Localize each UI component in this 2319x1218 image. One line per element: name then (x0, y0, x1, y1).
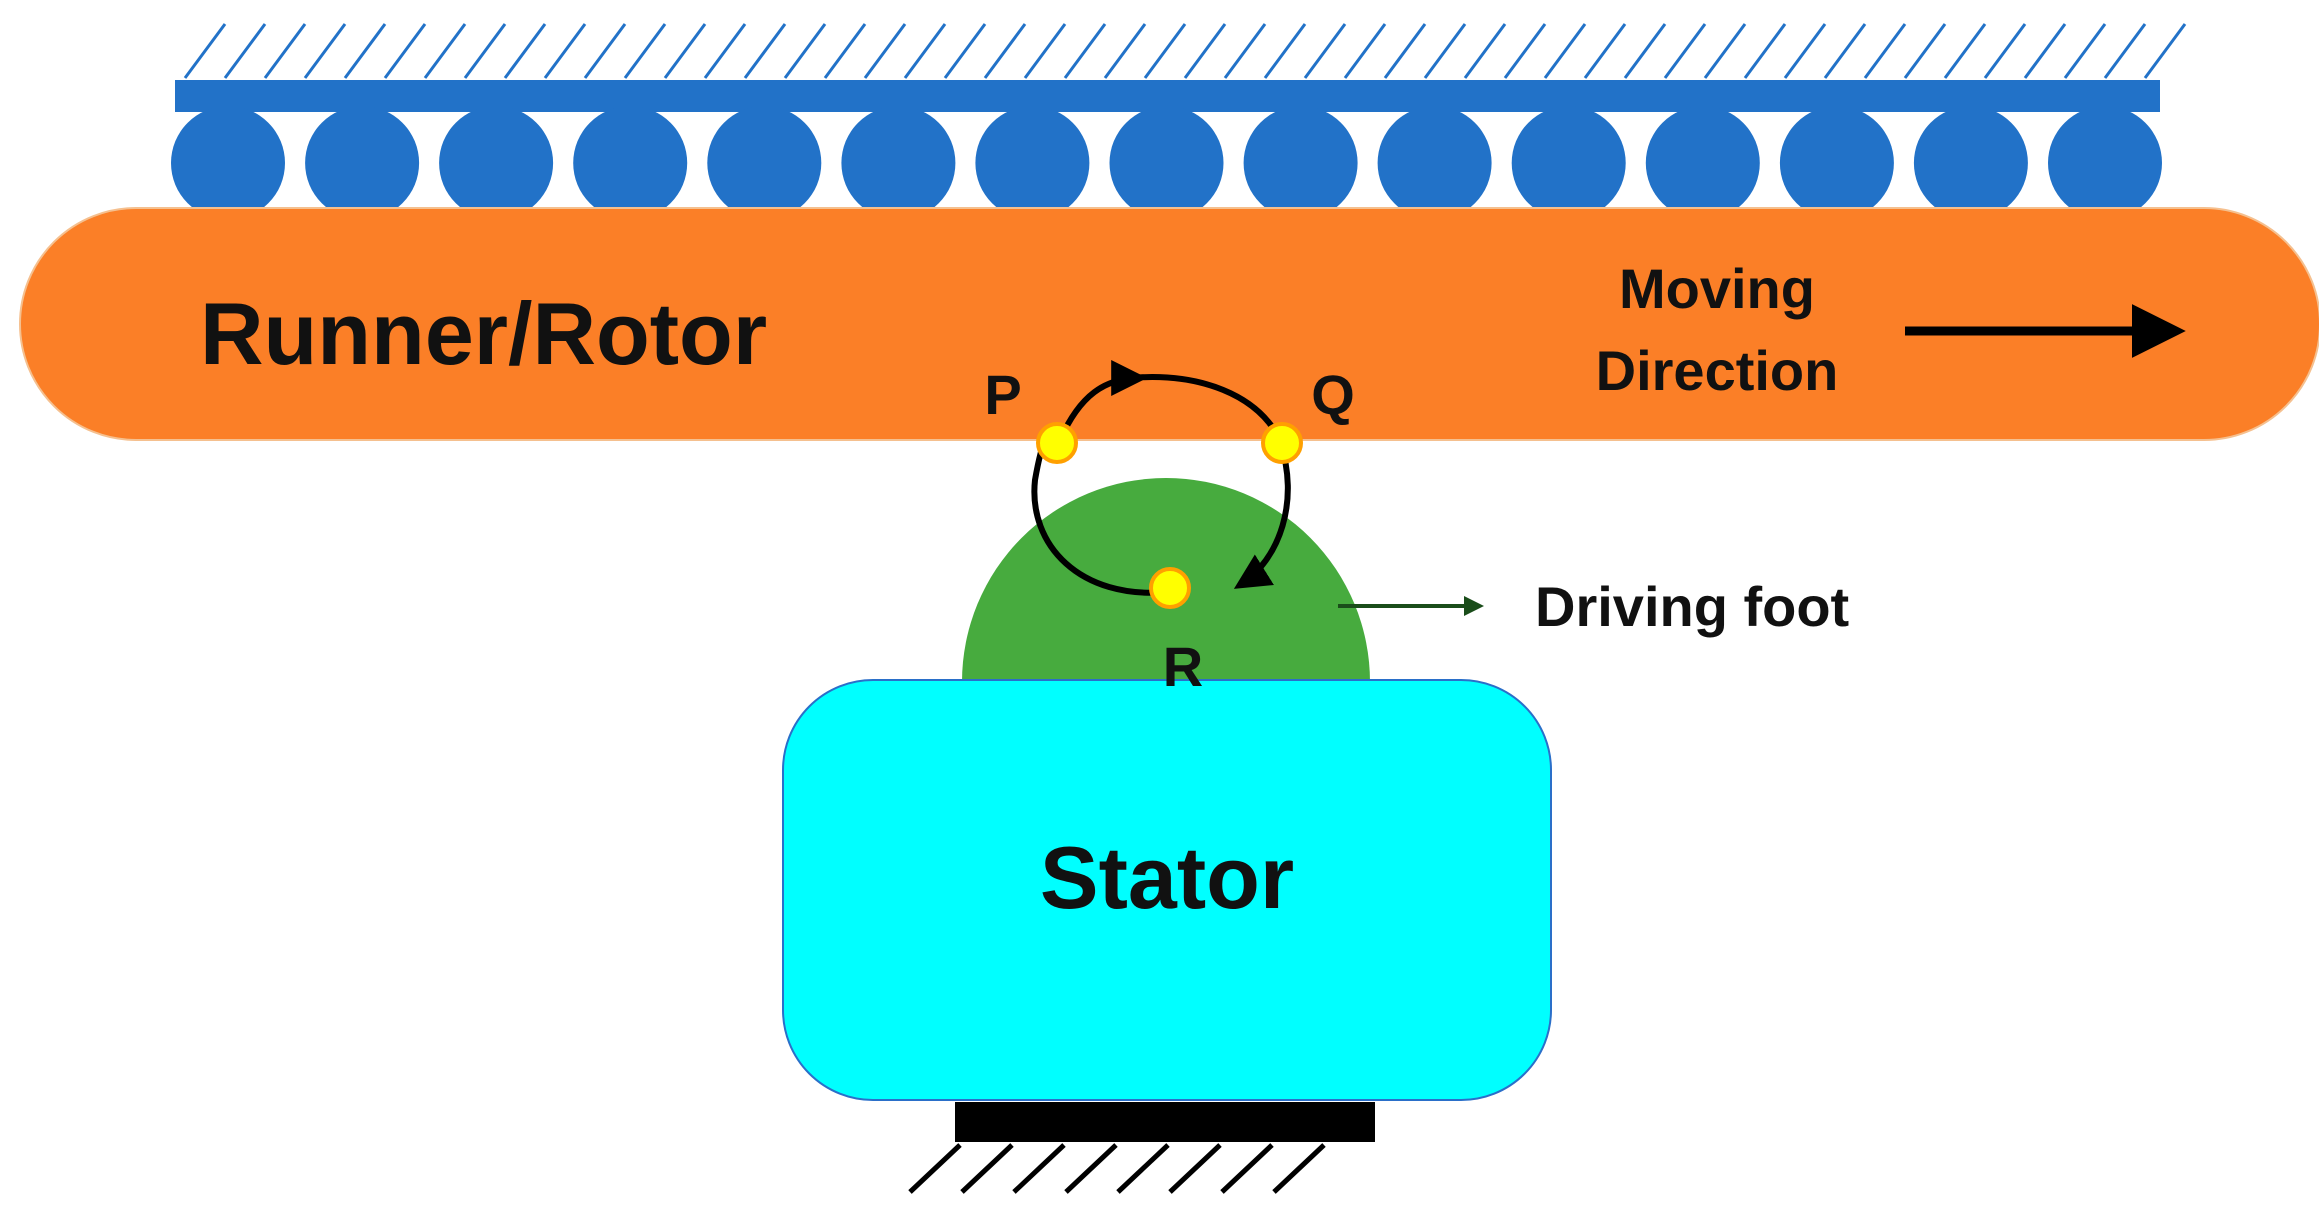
bearing-ball (305, 106, 420, 220)
top-hatch-line (1383, 23, 1427, 79)
bearing-ball (1645, 106, 1760, 220)
runner-rotor-bar (19, 207, 2319, 441)
bearing-ball (707, 106, 822, 220)
top-hatch-line (623, 23, 667, 79)
top-hatch-line (1663, 23, 1707, 79)
top-hatch-line (2103, 23, 2147, 79)
bottom-hatch-line (908, 1143, 962, 1194)
top-hatch-line (1143, 23, 1187, 79)
top-hatch-line (1343, 23, 1387, 79)
bearing-ball (841, 106, 956, 220)
top-hatch-line (263, 23, 307, 79)
point-p-label: P (984, 363, 1021, 426)
top-hatch-line (1983, 23, 2027, 79)
top-hatch-line (1863, 23, 1907, 79)
bottom-hatch-line (1168, 1143, 1222, 1194)
top-hatch-line (223, 23, 267, 79)
top-hatch-line (783, 23, 827, 79)
top-hatch-line (1743, 23, 1787, 79)
top-hatch-line (1183, 23, 1227, 79)
bearing-ball (439, 106, 554, 220)
top-hatch-line (1023, 23, 1067, 79)
top-hatch-line (983, 23, 1027, 79)
bearing-ball (1779, 106, 1894, 220)
bearing-balls (171, 106, 2162, 220)
top-hatch-line (1263, 23, 1307, 79)
bearing-ball (975, 106, 1090, 220)
top-hatch-line (1583, 23, 1627, 79)
bottom-hatch-line (1012, 1143, 1066, 1194)
top-hatch-line (1903, 23, 1947, 79)
top-hatch-line (863, 23, 907, 79)
point-p-marker (1036, 422, 1078, 464)
top-hatch-line (903, 23, 947, 79)
stator-label: Stator (1040, 828, 1294, 927)
top-hatch-line (383, 23, 427, 79)
top-hatch-line (943, 23, 987, 79)
bottom-hatch-line (1272, 1143, 1326, 1194)
bottom-ground-hatch (908, 1143, 1326, 1194)
top-hatch-line (1783, 23, 1827, 79)
top-hatch-line (2023, 23, 2067, 79)
top-hatch-line (183, 23, 227, 79)
bottom-hatch-line (960, 1143, 1014, 1194)
bottom-hatch-line (1220, 1143, 1274, 1194)
top-hatch-line (743, 23, 787, 79)
moving-direction-label-line1: Moving (1619, 257, 1815, 320)
top-hatch-line (2143, 23, 2187, 79)
top-hatch-line (503, 23, 547, 79)
top-hatch-line (1543, 23, 1587, 79)
top-hatch-line (1063, 23, 1107, 79)
top-hatch-line (1303, 23, 1347, 79)
top-hatch-line (703, 23, 747, 79)
top-hatch-line (423, 23, 467, 79)
bearing-ball (1243, 106, 1358, 220)
top-hatch-line (1623, 23, 1667, 79)
top-hatch-line (303, 23, 347, 79)
bearing-ball (573, 106, 688, 220)
bearing-ball (1913, 106, 2028, 220)
stator-block (782, 679, 1552, 1101)
point-r-marker (1149, 567, 1191, 609)
driving-foot-label: Driving foot (1535, 575, 1849, 638)
top-hatch-line (1463, 23, 1507, 79)
point-r-label: R (1163, 635, 1203, 698)
top-hatch-line (1103, 23, 1147, 79)
top-hatch-line (1943, 23, 1987, 79)
top-hatch-line (343, 23, 387, 79)
bottom-hatch-line (1064, 1143, 1118, 1194)
top-hatch-line (1223, 23, 1267, 79)
point-q-label: Q (1311, 363, 1355, 426)
top-ground-hatch (183, 23, 2187, 79)
bearing-ball (1109, 106, 1224, 220)
top-hatch-line (1503, 23, 1547, 79)
bearing-ball (1377, 106, 1492, 220)
moving-direction-label-line2: Direction (1596, 339, 1839, 402)
top-hatch-line (583, 23, 627, 79)
bearing-ball (171, 106, 285, 220)
top-hatch-line (463, 23, 507, 79)
bottom-hatch-line (1116, 1143, 1170, 1194)
top-hatch-line (2063, 23, 2107, 79)
bearing-ball (1511, 106, 1626, 220)
top-hatch-line (663, 23, 707, 79)
point-q-marker (1261, 422, 1303, 464)
top-hatch-line (1703, 23, 1747, 79)
runner-label: Runner/Rotor (200, 284, 767, 383)
top-hatch-line (1423, 23, 1467, 79)
stator-base-plate (955, 1102, 1375, 1142)
top-hatch-line (543, 23, 587, 79)
bearing-ball (2048, 106, 2162, 220)
top-hatch-line (823, 23, 867, 79)
top-hatch-line (1823, 23, 1867, 79)
